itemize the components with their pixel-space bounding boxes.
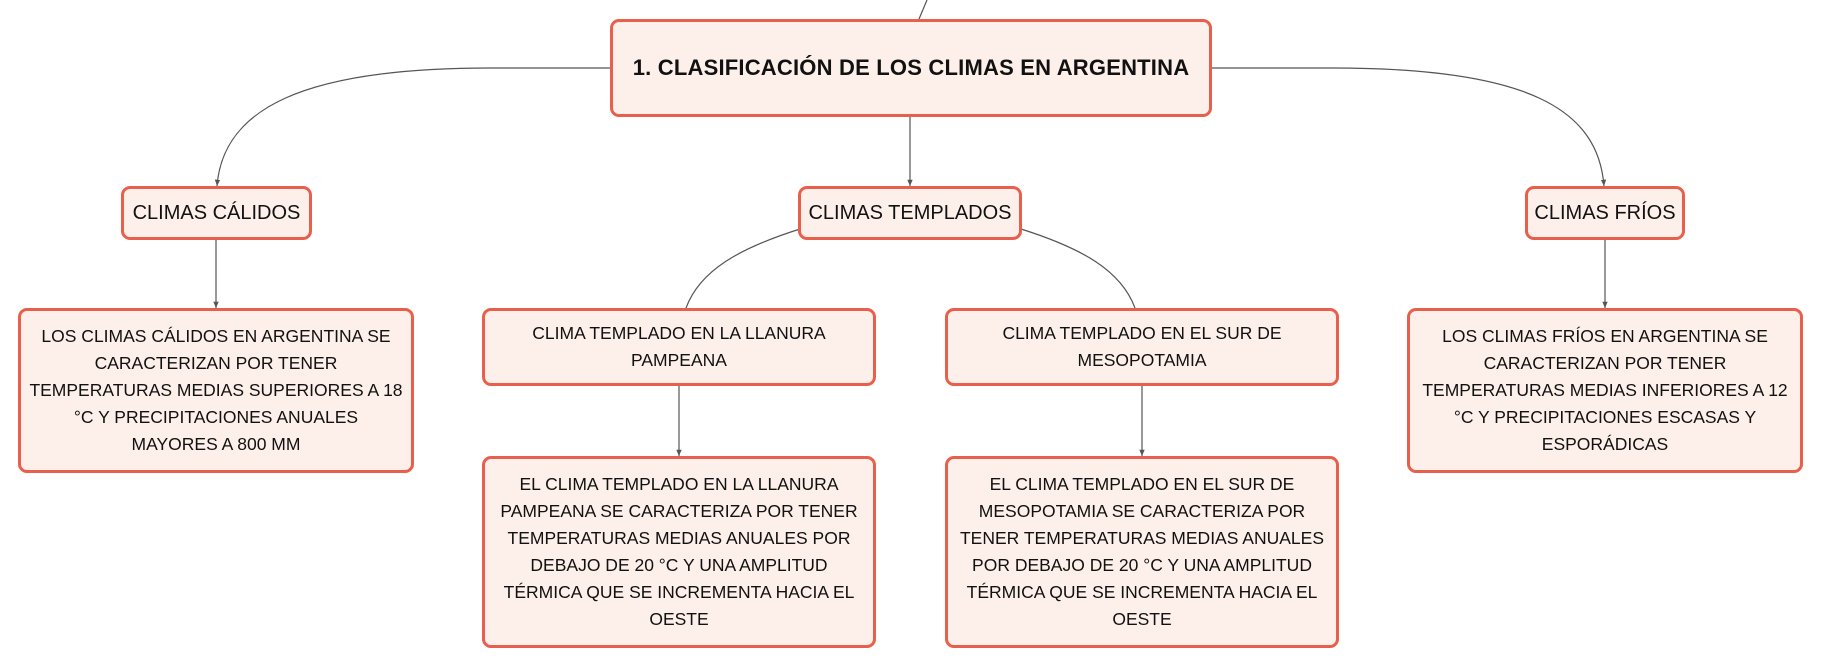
cold-climates-node[interactable]: CLIMAS FRÍOS xyxy=(1525,186,1685,240)
connector-temperate-to-mesopotamia xyxy=(1020,228,1136,309)
cold-climates-description: LOS CLIMAS FRÍOS EN ARGENTINA SE CARACTE… xyxy=(1422,326,1788,454)
connector-root-to-cold xyxy=(1211,67,1607,187)
mesopotamia-climate-description: EL CLIMA TEMPLADO EN EL SUR DE MESOPOTAM… xyxy=(959,474,1324,629)
pampeana-climate-label: CLIMA TEMPLADO EN LA LLANURA PAMPEANA xyxy=(532,323,826,370)
temperate-climates-label: CLIMAS TEMPLADOS xyxy=(808,201,1012,224)
pampeana-climate-description-node[interactable]: EL CLIMA TEMPLADO EN LA LLANURA PAMPEANA… xyxy=(482,456,876,648)
warm-climates-description: LOS CLIMAS CÁLIDOS EN ARGENTINA SE CARAC… xyxy=(29,326,403,454)
mesopotamia-climate-label: CLIMA TEMPLADO EN EL SUR DE MESOPOTAMIA xyxy=(1002,323,1282,370)
mesopotamia-climate-description-node[interactable]: EL CLIMA TEMPLADO EN EL SUR DE MESOPOTAM… xyxy=(945,456,1339,648)
warm-climates-description-node[interactable]: LOS CLIMAS CÁLIDOS EN ARGENTINA SE CARAC… xyxy=(18,308,414,473)
root-topic-label: 1. CLASIFICACIÓN DE LOS CLIMAS EN ARGENT… xyxy=(632,55,1190,80)
mesopotamia-climate-node[interactable]: CLIMA TEMPLADO EN EL SUR DE MESOPOTAMIA xyxy=(945,308,1339,386)
warm-climates-node[interactable]: CLIMAS CÁLIDOS xyxy=(121,186,312,240)
temperate-climates-node[interactable]: CLIMAS TEMPLADOS xyxy=(798,186,1022,240)
pampeana-climate-node[interactable]: CLIMA TEMPLADO EN LA LLANURA PAMPEANA xyxy=(482,308,876,386)
connector-root-to-warm xyxy=(214,67,612,187)
root-topic-node[interactable]: 1. CLASIFICACIÓN DE LOS CLIMAS EN ARGENT… xyxy=(610,19,1212,117)
connector-parent-to-root xyxy=(918,0,928,20)
cold-climates-description-node[interactable]: LOS CLIMAS FRÍOS EN ARGENTINA SE CARACTE… xyxy=(1407,308,1803,473)
pampeana-climate-description: EL CLIMA TEMPLADO EN LA LLANURA PAMPEANA… xyxy=(500,474,858,629)
cold-climates-label: CLIMAS FRÍOS xyxy=(1534,201,1676,224)
connector-temperate-to-pampeana xyxy=(685,228,801,309)
warm-climates-label: CLIMAS CÁLIDOS xyxy=(132,201,301,224)
